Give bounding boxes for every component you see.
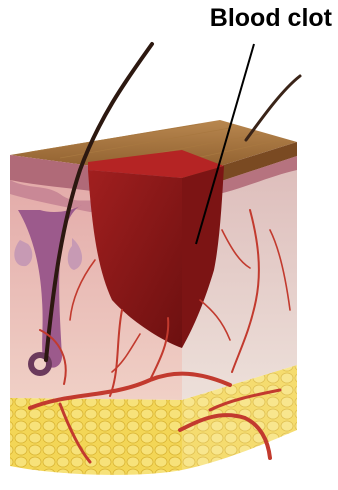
hair-shaft-right: [246, 76, 300, 140]
